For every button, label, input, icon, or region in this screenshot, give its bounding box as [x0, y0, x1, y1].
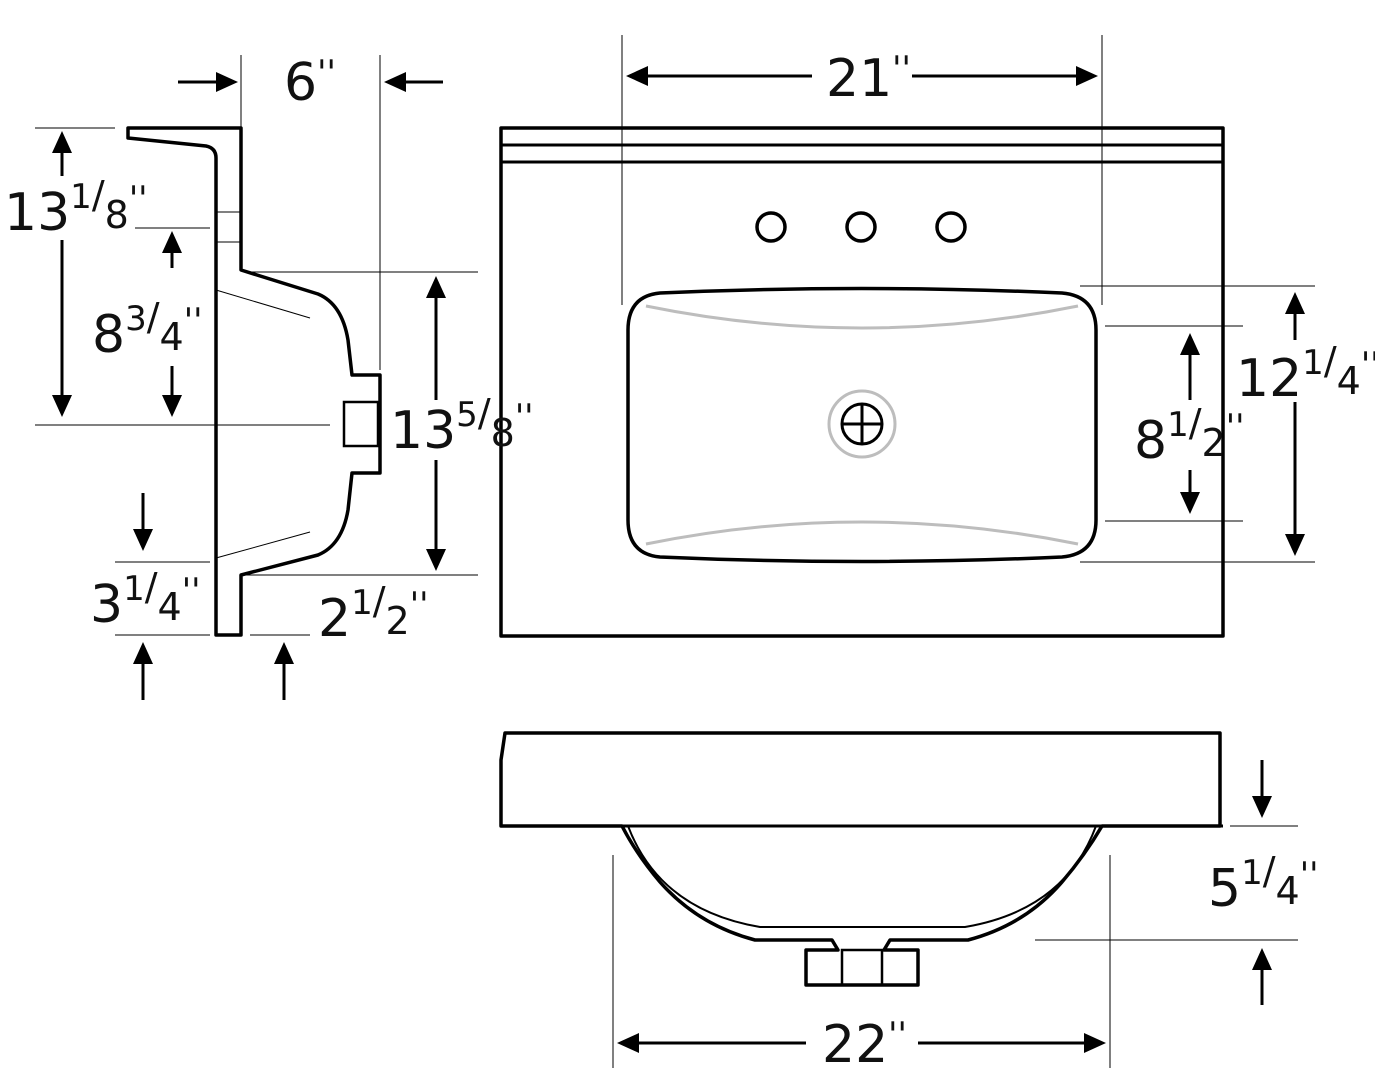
arrow-5-1-4-down — [1252, 760, 1272, 818]
label-front-bowl-width: 22'' — [822, 1015, 907, 1075]
side-profile-view — [35, 55, 478, 637]
bowl-inner-bottom — [215, 531, 311, 559]
arrow-12-1-4-up — [1285, 292, 1305, 340]
bowl-inner-top — [215, 289, 311, 319]
arrow-6-left — [178, 72, 238, 92]
arrow-8-3-4-down — [162, 366, 182, 417]
arrow-6-right — [384, 72, 443, 92]
label-top-bowl-front-back: 81/2'' — [1134, 401, 1244, 471]
arrow-12-1-4-down — [1285, 402, 1305, 556]
front-drain-block — [840, 948, 884, 987]
side-drain-block — [342, 400, 380, 448]
label-side-overall-height: 135/8'' — [390, 391, 534, 461]
arrow-3-1-4-up — [133, 642, 153, 700]
faucet-hole-center — [845, 211, 877, 243]
front-view-outline — [499, 731, 1222, 987]
dimension-labels: 6'' 131/8'' 83/4'' 135/8'' 31/4'' 21/2''… — [4, 49, 1375, 1075]
arrow-13-5-8-up — [426, 276, 446, 400]
front-view — [499, 731, 1298, 1068]
bowl-guide-top — [645, 304, 1079, 330]
label-side-lip-width: 21/2'' — [318, 579, 428, 649]
faucet-hole-left — [755, 211, 787, 243]
label-side-lip-height: 31/4'' — [90, 565, 200, 635]
front-bowl-inner — [627, 825, 1097, 928]
arrow-22-left — [617, 1033, 806, 1053]
arrow-22-right — [918, 1033, 1106, 1053]
arrow-13-1-8-up — [52, 131, 72, 176]
arrow-5-1-4-up — [1252, 948, 1272, 1005]
top-view — [499, 35, 1315, 638]
arrow-21-left — [626, 66, 812, 86]
label-side-top-width: 6'' — [284, 53, 336, 113]
label-front-bowl-depth: 51/4'' — [1208, 849, 1318, 919]
arrow-21-right — [912, 66, 1098, 86]
side-profile-outline — [126, 126, 382, 637]
arrow-13-5-8-down — [426, 460, 446, 571]
arrow-8-3-4-up — [162, 231, 182, 268]
arrow-2-1-2-up — [274, 642, 294, 700]
arrow-3-1-4-down — [133, 493, 153, 551]
label-top-bowl-length: 121/4'' — [1236, 339, 1375, 409]
drain-ring — [827, 389, 897, 459]
label-side-total-height: 131/8'' — [4, 173, 148, 243]
arrow-13-1-8-down — [52, 240, 72, 417]
bowl-guide-bottom — [645, 520, 1079, 546]
arrow-8-1-2-down — [1180, 470, 1200, 514]
label-side-bowl-depth: 83/4'' — [92, 295, 202, 365]
dimension-arrows — [52, 66, 1305, 1053]
arrow-8-1-2-up — [1180, 333, 1200, 400]
label-top-bowl-width: 21'' — [826, 49, 911, 109]
faucet-hole-right — [935, 211, 967, 243]
